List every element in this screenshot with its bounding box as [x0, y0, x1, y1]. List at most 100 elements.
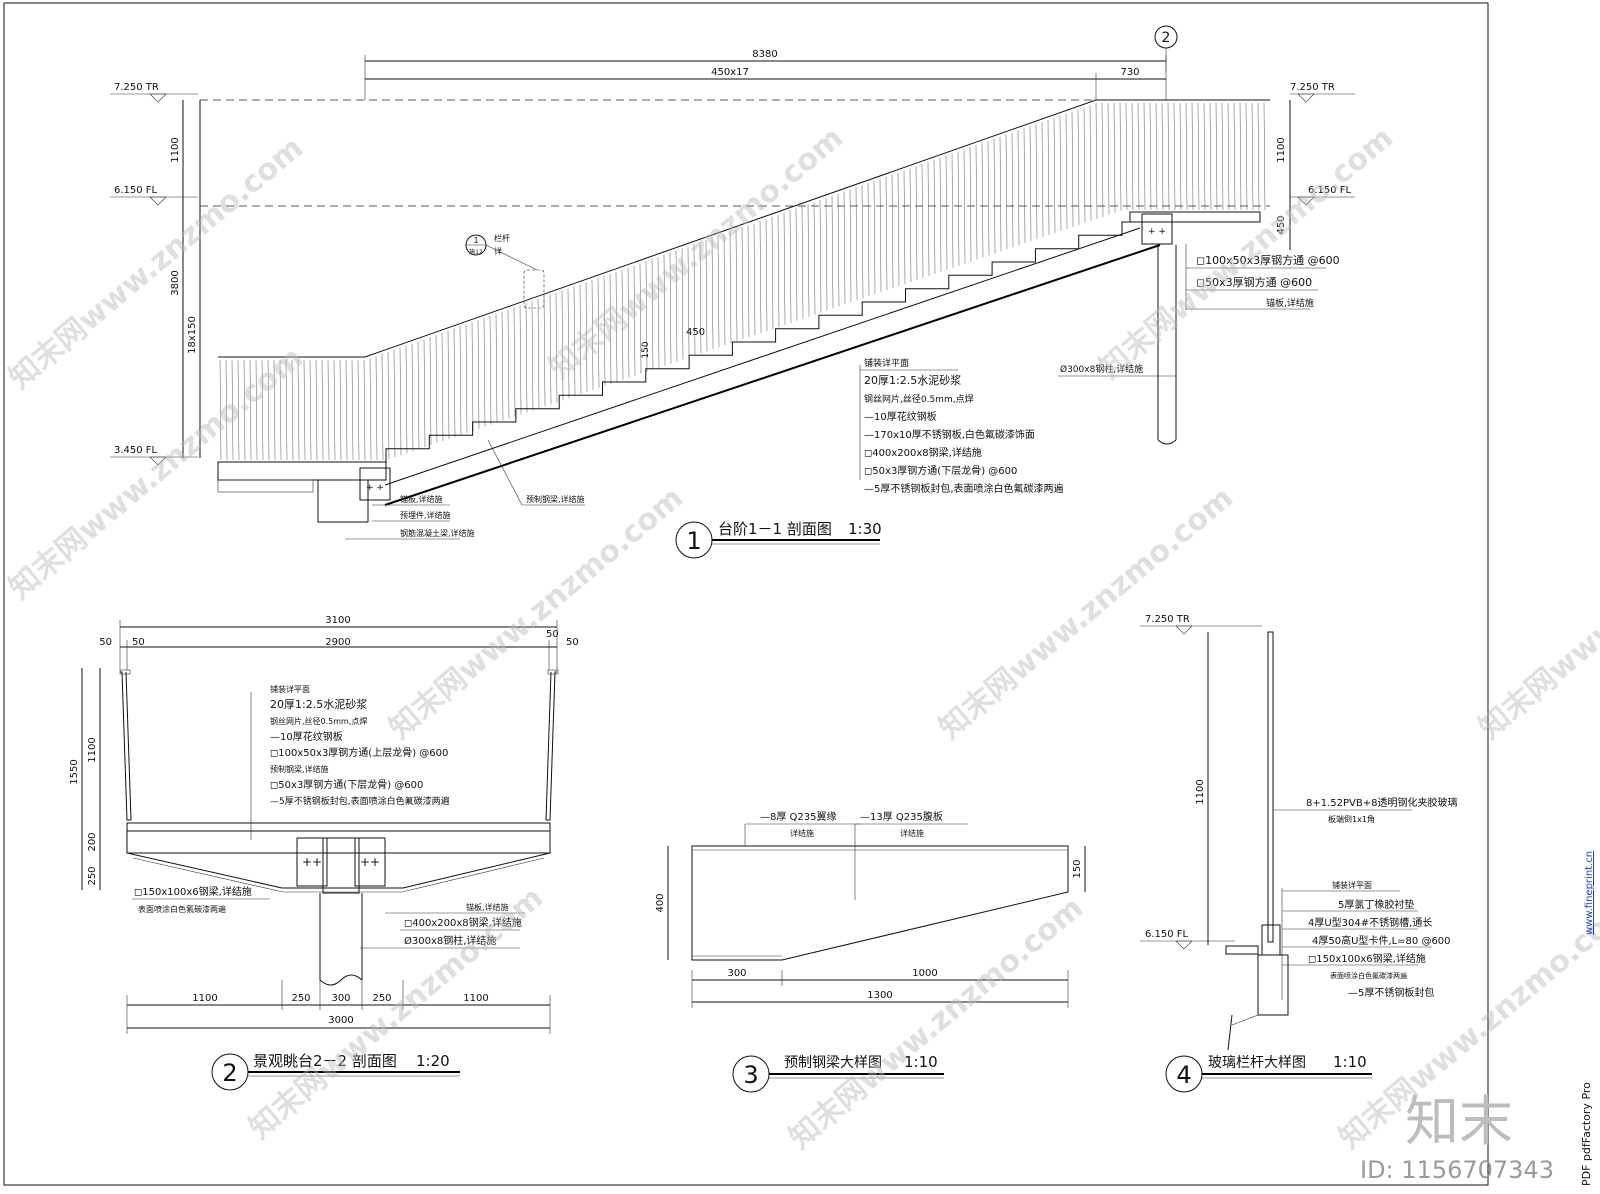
right-note: ◻50x3厚钢方通 @600	[1196, 275, 1312, 289]
baluster-line	[1011, 132, 1014, 248]
baluster-line	[747, 225, 750, 338]
baluster-line	[789, 210, 792, 323]
baluster-line	[1167, 102, 1170, 211]
baluster-line	[417, 341, 420, 450]
dim-end: 730	[1120, 67, 1139, 78]
dim-riser: 150	[641, 341, 651, 358]
baluster-line	[1065, 113, 1068, 230]
baluster-line	[639, 263, 642, 374]
baluster-line	[885, 176, 888, 291]
baluster-line	[315, 359, 318, 461]
baluster-line	[333, 359, 336, 461]
baluster-line	[327, 359, 330, 461]
svg-text:1100: 1100	[192, 993, 217, 1004]
baluster-line	[537, 299, 540, 409]
baluster-line	[705, 240, 708, 352]
dim-total: 8380	[752, 49, 777, 60]
level-top: 7.250 TR	[1145, 614, 1190, 625]
svg-text:+ +: + +	[1148, 227, 1166, 237]
image-id: ID: 1156707343	[1360, 1156, 1554, 1184]
baluster-line	[345, 359, 348, 461]
watermark: 知末网www.znzmo.com	[543, 120, 850, 386]
baluster-line	[831, 195, 834, 309]
right-note: ◻100x50x3厚钢方通 @600	[1196, 253, 1340, 267]
baluster-line	[1149, 102, 1152, 211]
baluster-line	[429, 337, 432, 446]
dim-150: 150	[1072, 859, 1083, 878]
baluster-line	[933, 159, 936, 274]
fineprint-link[interactable]: www.fineprint.cn	[1584, 851, 1595, 935]
section-1-stair-section: 2 8380 450x17 730 7.250 TR 6.150 FL 3.45…	[110, 25, 1355, 559]
baluster-line	[381, 354, 384, 461]
baluster-line	[273, 359, 276, 461]
baluster-line	[909, 168, 912, 283]
dim-1550: 1550	[69, 759, 80, 784]
baluster-line	[243, 359, 246, 461]
baluster-line	[813, 202, 816, 315]
dim-200: 200	[87, 832, 98, 851]
baluster-line	[393, 349, 396, 458]
baluster-line	[513, 307, 516, 417]
baluster-line	[555, 292, 558, 403]
svg-text:详结施: 详结施	[900, 828, 924, 838]
baluster-line	[465, 324, 468, 433]
dim-top-inner: 2900	[325, 637, 350, 648]
baluster-line	[963, 149, 966, 264]
baluster-line	[753, 223, 756, 336]
baluster-line	[687, 246, 690, 358]
baluster-line	[699, 242, 702, 354]
baluster-line	[1137, 102, 1140, 211]
baluster-line	[999, 136, 1002, 252]
upper-landing	[1129, 211, 1261, 223]
section-4-title: 玻璃栏杆大样图	[1208, 1054, 1306, 1071]
baluster-line	[231, 359, 234, 461]
baluster-line	[399, 347, 402, 456]
baluster-line	[903, 170, 906, 285]
stringer-bottom	[384, 244, 1161, 506]
baluster-line	[375, 356, 378, 461]
dim-1100: 1100	[87, 737, 98, 762]
baluster-line	[1071, 111, 1074, 227]
baluster-line	[549, 294, 552, 405]
bottom-note: 预埋件,详结施	[400, 510, 451, 520]
baluster-line	[1203, 102, 1206, 211]
baluster-line	[267, 359, 270, 461]
beam-outline	[691, 845, 1069, 961]
baluster-line	[615, 271, 618, 382]
baluster-line	[573, 286, 576, 397]
level-top-left: 7.250 TR	[114, 82, 159, 93]
baluster-line	[741, 227, 744, 340]
svg-text:20厚1:2.5水泥砂浆: 20厚1:2.5水泥砂浆	[270, 697, 367, 711]
baluster-line	[915, 166, 918, 280]
svg-text:5厚氯丁橡胶衬垫: 5厚氯丁橡胶衬垫	[1338, 898, 1414, 911]
baluster-line	[1263, 102, 1266, 211]
dim-3800: 3800	[170, 270, 181, 295]
baluster-line	[477, 320, 480, 429]
note: 钢丝网片,丝径0.5mm,点焊	[864, 393, 974, 405]
note: ◻50x3厚钢方通(下层龙骨) @600	[864, 464, 1017, 477]
baluster-line	[1023, 128, 1026, 244]
svg-text:铺装详平面: 铺装详平面	[1332, 880, 1372, 890]
baluster-line	[1155, 102, 1158, 211]
section-1-title: 台阶1－1 剖面图	[718, 520, 832, 538]
dim-treads: 450x17	[711, 67, 749, 78]
glass-note: 8+1.52PVB+8透明钢化夹胶玻璃	[1306, 796, 1457, 809]
svg-text:50: 50	[546, 629, 559, 640]
baluster-line	[645, 261, 648, 372]
baluster-line	[1257, 102, 1260, 211]
baluster-line	[843, 191, 846, 305]
landing-slab	[217, 461, 387, 481]
dim-400: 400	[655, 893, 666, 912]
pdf-stamp: PDF pdfFactory Pro	[1580, 1082, 1593, 1186]
section-2-number: 2	[222, 1059, 237, 1087]
svg-text:1000: 1000	[912, 968, 937, 979]
dim-rail-1100: 1100	[170, 137, 181, 162]
baluster-line	[849, 189, 852, 303]
baluster-line	[1251, 102, 1254, 211]
note: 铺装详平面	[864, 357, 909, 369]
baluster-line	[993, 138, 996, 254]
section-3-title: 预制钢梁大样图	[784, 1055, 882, 1071]
svg-text:详结施: 详结施	[790, 828, 814, 838]
baluster-line	[441, 332, 444, 441]
